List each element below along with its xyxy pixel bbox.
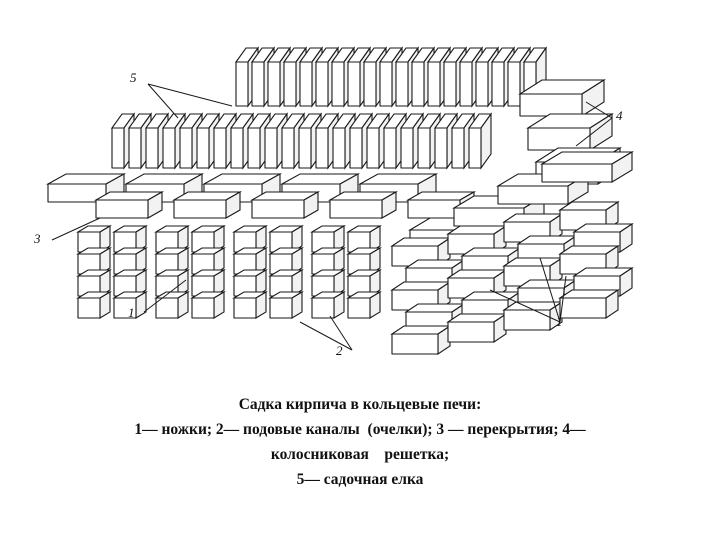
leader-2b bbox=[299, 321, 353, 351]
tree-brick-mid-12 bbox=[315, 127, 329, 169]
callout-1-right: 1 bbox=[556, 314, 563, 329]
figure-caption: Садка кирпича в кольцевые печи: 1— ножки… bbox=[0, 392, 720, 492]
tree-brick-mid-7 bbox=[230, 127, 244, 169]
tree-brick-mid-15 bbox=[366, 127, 380, 169]
tree-brick-top-15 bbox=[475, 61, 489, 107]
tree-brick-mid-19 bbox=[434, 127, 448, 169]
leg-3-b-3 bbox=[347, 297, 371, 319]
cover-brick-b-2 bbox=[251, 199, 305, 219]
tree-brick-top-0 bbox=[235, 61, 249, 107]
tree-brick-mid-20 bbox=[451, 127, 465, 169]
leader-4a bbox=[585, 101, 613, 119]
leader-1a bbox=[143, 279, 187, 313]
caption-line-3: колосниковая решетка; bbox=[270, 446, 450, 463]
tree-brick-top-9 bbox=[379, 61, 393, 107]
brick-setting-diagram: 5 4 3 1 1 2 bbox=[33, 46, 634, 358]
tree-brick-top-14 bbox=[459, 61, 473, 107]
caption-line-2: 1— ножки; 2— подовые каналы (очелки); 3 … bbox=[134, 421, 586, 438]
right-cover-3 bbox=[541, 163, 613, 183]
tree-brick-top-10 bbox=[395, 61, 409, 107]
callout-3: 3 bbox=[33, 231, 41, 246]
leader-4b bbox=[575, 117, 613, 147]
tree-brick-mid-16 bbox=[383, 127, 397, 169]
cover-brick-b-0 bbox=[95, 199, 149, 219]
tree-brick-mid-0 bbox=[111, 127, 125, 169]
tree-brick-top-6 bbox=[331, 61, 345, 107]
leg-0-b-3 bbox=[113, 297, 137, 319]
tree-brick-top-12 bbox=[427, 61, 441, 107]
leader-5a bbox=[147, 83, 179, 119]
leg-1-a-3 bbox=[155, 297, 179, 319]
tree-brick-top-5 bbox=[315, 61, 329, 107]
leg-3-a-3 bbox=[311, 297, 335, 319]
leader-1b bbox=[539, 257, 561, 323]
leader-1c bbox=[559, 275, 567, 323]
tree-brick-mid-5 bbox=[196, 127, 210, 169]
tree-brick-top-17 bbox=[507, 61, 521, 107]
tree-brick-mid-1 bbox=[128, 127, 142, 169]
tree-brick-mid-4 bbox=[179, 127, 193, 169]
tree-brick-mid-6 bbox=[213, 127, 227, 169]
grate-brick-0 bbox=[519, 93, 583, 117]
tree-brick-top-13 bbox=[443, 61, 457, 107]
tree-brick-mid-18 bbox=[417, 127, 431, 169]
grate-brick-1 bbox=[527, 127, 591, 151]
tree-brick-mid-11 bbox=[298, 127, 312, 169]
tree-brick-mid-9 bbox=[264, 127, 278, 169]
tree-brick-top-4 bbox=[299, 61, 313, 107]
tree-brick-mid-13 bbox=[332, 127, 346, 169]
right-wall-4-3 bbox=[559, 297, 607, 319]
tree-brick-top-11 bbox=[411, 61, 425, 107]
leg-1-b-3 bbox=[191, 297, 215, 319]
callout-2: 2 bbox=[336, 343, 343, 358]
cover-brick-b-1 bbox=[173, 199, 227, 219]
caption-line-4: 5— садочная елка bbox=[296, 471, 424, 488]
callout-4: 4 bbox=[616, 108, 623, 123]
tree-brick-mid-21 bbox=[468, 127, 482, 169]
leader-3 bbox=[51, 217, 101, 241]
tree-brick-top-1 bbox=[251, 61, 265, 107]
cover-brick-b-3 bbox=[329, 199, 383, 219]
right-cover-2 bbox=[497, 185, 569, 205]
caption-line-1: Садка кирпича в кольцевые печи: bbox=[238, 396, 482, 413]
tree-brick-mid-8 bbox=[247, 127, 261, 169]
tree-brick-mid-10 bbox=[281, 127, 295, 169]
leg-2-b-3 bbox=[269, 297, 293, 319]
cover-brick-b-4 bbox=[407, 199, 461, 219]
tree-brick-top-16 bbox=[491, 61, 505, 107]
callout-labels: 5 4 3 1 1 2 bbox=[33, 70, 623, 358]
tree-brick-mid-3 bbox=[162, 127, 176, 169]
leader-5b bbox=[147, 83, 233, 107]
tree-brick-top-3 bbox=[283, 61, 297, 107]
leader-1d bbox=[489, 289, 561, 323]
leg-0-a-3 bbox=[77, 297, 101, 319]
brick-stacks bbox=[45, 46, 634, 356]
right-wall-4-0 bbox=[391, 333, 439, 355]
leg-2-a-3 bbox=[233, 297, 257, 319]
tree-brick-top-2 bbox=[267, 61, 281, 107]
right-wall-4-1 bbox=[447, 321, 495, 343]
callout-leaders bbox=[51, 83, 613, 351]
callout-1-left: 1 bbox=[128, 305, 135, 320]
right-wall-4-2 bbox=[503, 309, 551, 331]
callout-5: 5 bbox=[130, 70, 137, 85]
tree-brick-mid-14 bbox=[349, 127, 363, 169]
tree-brick-top-7 bbox=[347, 61, 361, 107]
leader-2a bbox=[329, 315, 353, 351]
tree-brick-top-8 bbox=[363, 61, 377, 107]
tree-brick-mid-2 bbox=[145, 127, 159, 169]
tree-brick-mid-17 bbox=[400, 127, 414, 169]
